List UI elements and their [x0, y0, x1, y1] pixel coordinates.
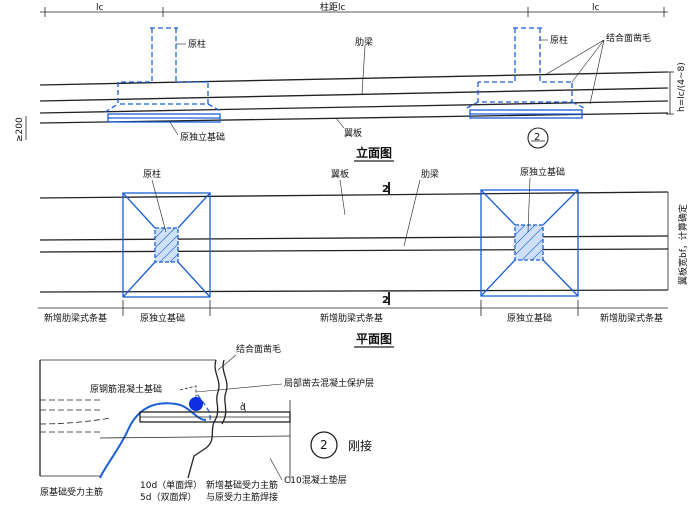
label-weld-double: 5d（双面焊）: [140, 491, 196, 503]
section-mark-top: 2: [382, 184, 389, 195]
leader: [527, 177, 531, 233]
plan-footing-left: [122, 192, 211, 298]
section-marker-circle: [527, 127, 549, 149]
original-column-left: [118, 28, 208, 83]
plan-view: 2 2 原柱 翼板 肋梁 原独立基础 翼板宽bf，计算确定 新增肋梁式条基 原独…: [38, 166, 689, 348]
detail-marker-caption: 刚接: [348, 438, 372, 453]
dim-lc-right: lc: [592, 3, 600, 13]
label-remove-cover: 局部凿去混凝土保护层: [284, 377, 374, 389]
plan-line-2: [39, 235, 669, 241]
label-flange-width: 翼板宽bf，计算确定: [677, 204, 689, 285]
rough-interface: [187, 359, 220, 479]
label-new-bar-1: 新增基础受力主筋: [206, 479, 278, 491]
label-original-column: 原柱: [188, 38, 206, 50]
label-detail-rough-surface: 结合面凿毛: [236, 343, 281, 355]
label-plan-flange-plate: 翼板: [331, 168, 349, 180]
original-footing-right: [466, 82, 585, 109]
plan-title: 平面图: [356, 332, 392, 346]
original-footing-left: [104, 82, 223, 113]
original-bar-dot: [189, 397, 203, 411]
plan-column-hatch-right: [514, 224, 544, 261]
seg-new-left: 新增肋梁式条基: [44, 312, 107, 324]
leader: [544, 39, 605, 105]
label-original-column-right: 原柱: [550, 34, 568, 46]
leader: [339, 179, 346, 216]
label-original-bar: 原基础受力主筋: [40, 486, 103, 498]
leader: [151, 179, 167, 233]
cover-region: [179, 385, 197, 400]
dim-column-spacing: 柱距lc: [320, 1, 346, 13]
flange-bottom-line: [39, 112, 669, 124]
dim-lc-left: lc: [96, 3, 104, 13]
label-original-footing: 原独立基础: [180, 131, 225, 143]
plan-footing-slope-right: [480, 189, 579, 297]
label-new-bar-2: 与原受力主筋焊接: [206, 491, 278, 503]
label-c10: C10混凝土垫层: [284, 474, 347, 486]
label-original-rc: 原钢筋混凝土基础: [90, 383, 162, 395]
label-rough-surface: 结合面凿毛: [606, 32, 651, 44]
detail-view: d 结合面凿毛 原钢筋混凝土基础 局部凿去混凝土保护层 原基础受力主筋 10d（…: [39, 343, 374, 503]
plan-footing-slope-left: [122, 192, 211, 298]
label-weld-single: 10d（单面焊）: [140, 479, 202, 491]
label-plan-original-column: 原柱: [143, 168, 161, 180]
label-flange-plate: 翼板: [344, 127, 362, 139]
detail-bottom-line: [99, 435, 291, 439]
new-bar-extension: [195, 391, 211, 421]
seg-orig-right: 原独立基础: [507, 312, 552, 324]
original-bar-3: [39, 417, 111, 425]
leader: [335, 117, 345, 129]
plan-line-3: [39, 248, 669, 253]
new-footing-bar: [99, 402, 207, 479]
interface-right-edge: [221, 359, 228, 425]
leader: [169, 121, 179, 136]
label-beam-height: h=lc/(4~8): [677, 62, 687, 112]
plan-column-right: [514, 224, 544, 261]
leader: [403, 179, 421, 247]
leader: [195, 383, 283, 393]
plan-line-1: [39, 191, 669, 199]
leader: [361, 45, 366, 95]
leader: [269, 457, 283, 481]
seg-orig-left: 原独立基础: [140, 312, 185, 324]
elevation-view: lc 柱距lc lc 原柱 肋梁 原柱 结合面凿毛 原独立基础 翼板: [15, 1, 687, 162]
label-min-200: ≥200: [15, 117, 25, 142]
label-d: d: [240, 403, 246, 413]
label-rib-beam: 肋梁: [355, 36, 373, 48]
elevation-title: 立面图: [356, 145, 392, 160]
d-leader: [241, 401, 247, 413]
plan-line-4: [39, 289, 669, 293]
leader: [217, 354, 237, 371]
beam-top-line: [39, 71, 669, 86]
plan-column-left: [154, 227, 179, 263]
detail-marker-number: 2: [320, 438, 328, 452]
flange-top-line: [39, 100, 669, 114]
plan-column-hatch-left: [154, 227, 179, 263]
seg-new-right: 新增肋梁式条基: [600, 312, 663, 324]
section-mark-bottom: 2: [382, 295, 389, 306]
original-column-right: [478, 28, 572, 83]
label-plan-original-footing: 原独立基础: [520, 166, 565, 178]
detail-marker-circle: [310, 431, 338, 459]
seg-new-mid: 新增肋梁式条基: [320, 312, 383, 324]
section-marker-number: 2: [534, 132, 540, 143]
beam-line-2: [39, 87, 669, 102]
label-plan-rib-beam: 肋梁: [421, 168, 439, 180]
